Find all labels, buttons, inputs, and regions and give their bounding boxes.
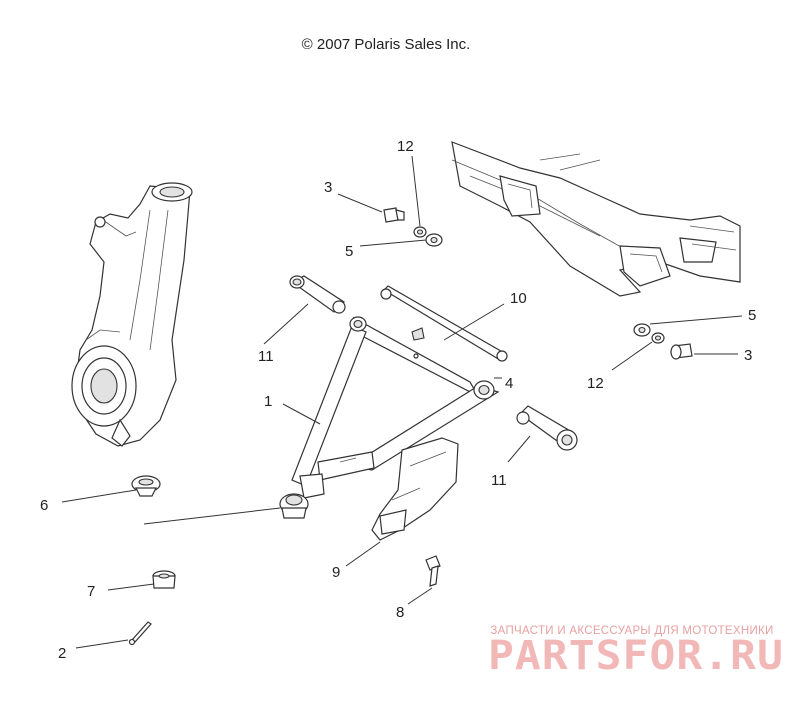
watermark-subtitle: ЗАПЧАСТИ И АКСЕССУАРЫ ДЛЯ МОТОТЕХНИКИ [490, 625, 773, 637]
callout-11-lower: 11 [491, 472, 507, 489]
skid-guard [371, 437, 459, 541]
callout-8: 8 [396, 604, 404, 621]
bolt-8 [425, 555, 441, 587]
callout-5-upper: 5 [345, 243, 353, 260]
a-arm [291, 316, 500, 499]
callout-12-upper: 12 [397, 138, 414, 155]
callout-2: 2 [58, 645, 66, 662]
callout-12-right: 12 [587, 375, 604, 392]
bushing-upper [289, 275, 346, 314]
callout-5-right: 5 [748, 307, 756, 324]
callout-6: 6 [40, 497, 48, 514]
callout-3-upper: 3 [324, 179, 332, 196]
callout-3-right: 3 [744, 347, 752, 364]
bolt-right [633, 323, 693, 360]
castle-nut [152, 570, 176, 589]
watermark-brand: PARTSFOR.RU [488, 633, 784, 679]
callout-1: 1 [264, 393, 272, 410]
bolt-upper [383, 207, 443, 247]
steering-knuckle [71, 182, 193, 447]
cotter-pin [128, 621, 152, 646]
grease-cap [131, 475, 161, 497]
callouts: 3 12 5 11 10 4 1 5 3 12 11 6 9 7 8 2 [40, 138, 756, 662]
leader-lines [61, 155, 743, 649]
watermark: ЗАПЧАСТИ И АКСЕССУАРЫ ДЛЯ МОТОТЕХНИКИ PA… [488, 625, 784, 679]
copyright-text: © 2007 Polaris Sales Inc. [302, 36, 471, 53]
callout-11-upper: 11 [258, 348, 274, 365]
callout-7: 7 [87, 583, 95, 600]
callout-4: 4 [505, 375, 513, 392]
callout-9: 9 [332, 564, 340, 581]
ball-joint [279, 493, 309, 519]
frame-section [451, 141, 741, 297]
bushing-lower [516, 405, 578, 451]
pivot-shaft [380, 285, 508, 362]
callout-10: 10 [510, 290, 527, 307]
